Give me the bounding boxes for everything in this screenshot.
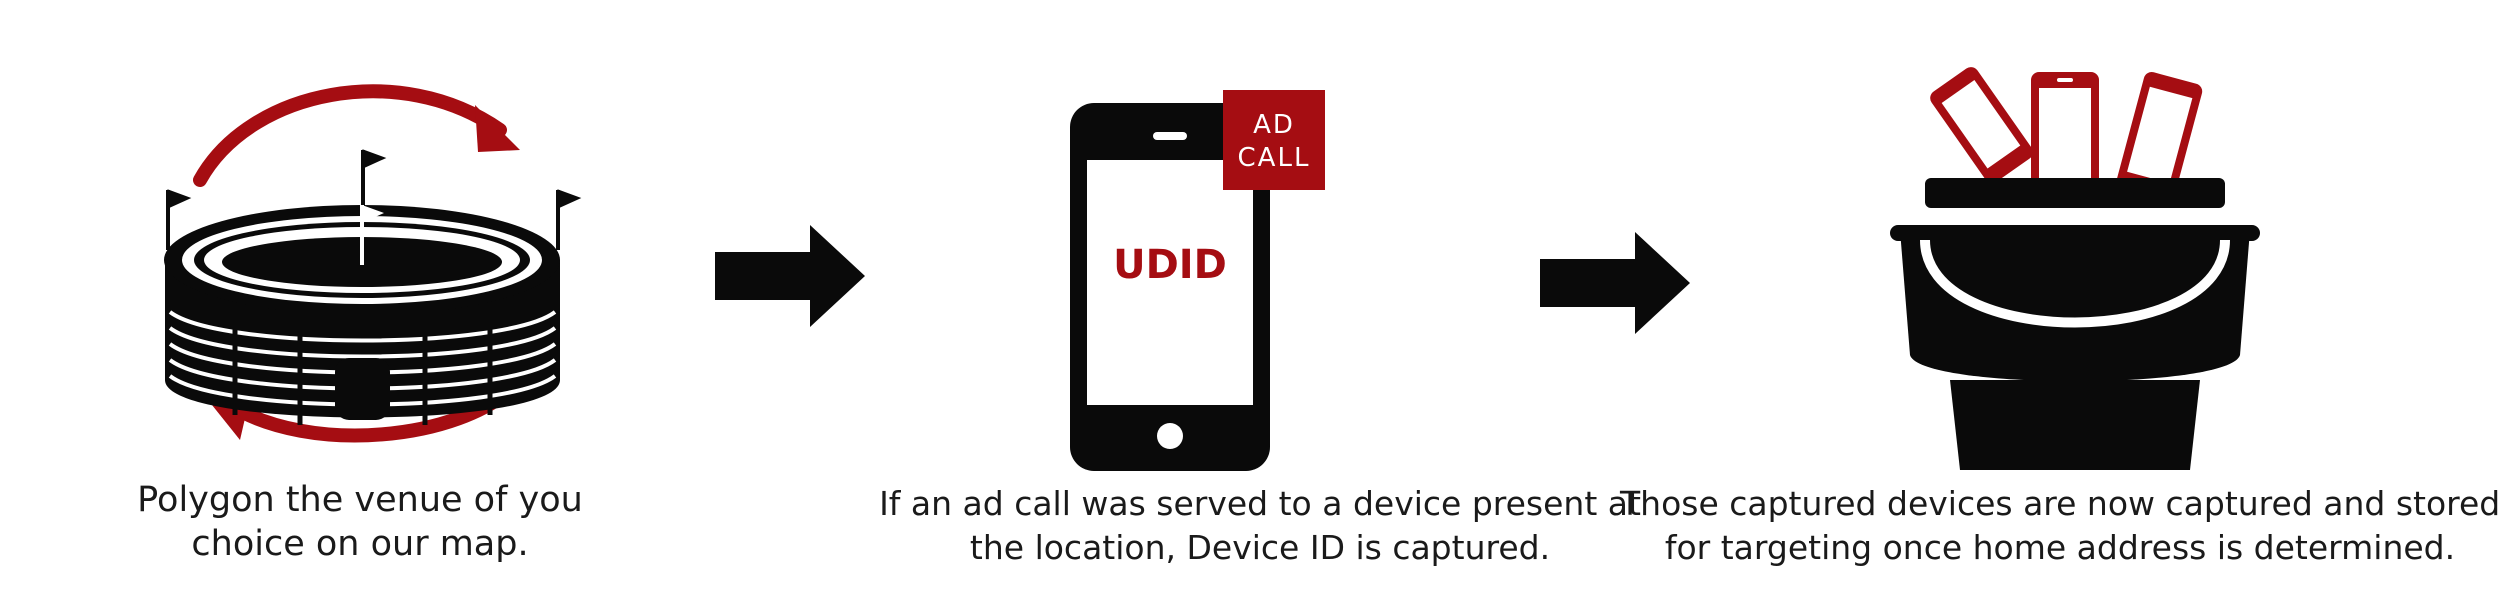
caption-line: Polygon the venue of you bbox=[137, 480, 583, 520]
stadium-icon bbox=[164, 84, 582, 443]
badge-line-2: CALL bbox=[1238, 143, 1311, 173]
caption-line: If an ad call was served to a device pre… bbox=[879, 484, 1641, 523]
step-3-caption: Those captured devices are now captured … bbox=[1620, 482, 2500, 570]
caption-line: Those captured devices are now captured … bbox=[1620, 484, 2501, 523]
step-2-caption: If an ad call was served to a device pre… bbox=[780, 482, 1740, 570]
stadium-body bbox=[164, 205, 560, 425]
caption-line: for targeting once home address is deter… bbox=[1664, 528, 2456, 567]
phone-icon bbox=[1930, 67, 2203, 202]
badge-line-1: AD bbox=[1253, 110, 1295, 140]
rotation-arrow-top-icon bbox=[193, 84, 520, 187]
ad-call-badge bbox=[1223, 90, 1325, 190]
flag-icon bbox=[166, 149, 582, 250]
smartphone-icon: AD CALL UDID bbox=[1070, 90, 1325, 471]
bucket-with-phones-icon bbox=[1890, 67, 2260, 470]
caption-line: the location, Device ID is captured. bbox=[969, 528, 1551, 567]
step-1-caption: Polygon the venue of you choice on our m… bbox=[80, 478, 640, 566]
right-arrow-icon bbox=[715, 225, 865, 327]
caption-line: choice on our map. bbox=[191, 524, 529, 564]
right-arrow-icon bbox=[1540, 232, 1690, 334]
udid-label: UDID bbox=[1113, 242, 1227, 288]
